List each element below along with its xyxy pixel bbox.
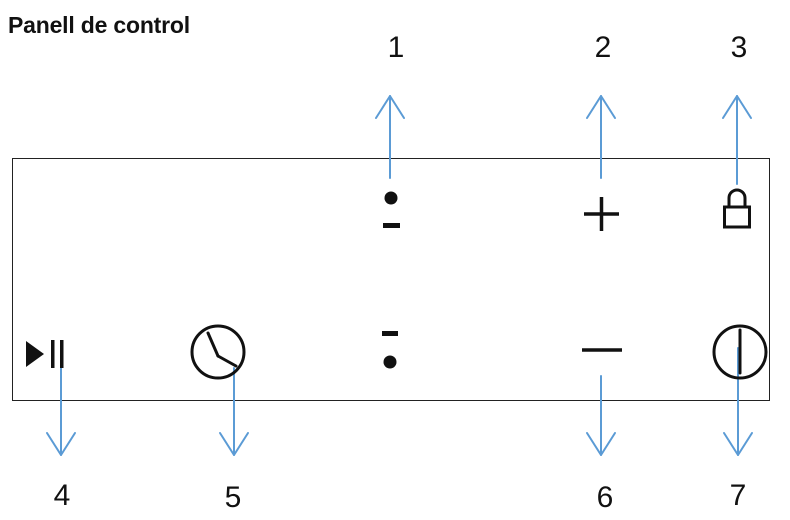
plus-icon[interactable]: [584, 197, 619, 231]
callout-number-1: 1: [387, 31, 405, 64]
callout-number-4: 4: [53, 479, 71, 512]
dot-minus-icon[interactable]: [383, 191, 400, 229]
power-icon[interactable]: [712, 324, 768, 380]
callout-number-6: 6: [596, 481, 614, 514]
lock-icon[interactable]: [723, 188, 751, 229]
callout-number-5: 5: [224, 481, 242, 514]
callout-arrow-6: [586, 375, 616, 456]
callout-number-2: 2: [594, 31, 612, 64]
clock-icon[interactable]: [190, 324, 246, 380]
minus-dot-icon[interactable]: [382, 331, 398, 369]
callout-arrow-2: [586, 95, 616, 179]
play-pause-icon[interactable]: [26, 340, 64, 368]
callout-arrow-3: [722, 95, 752, 185]
callout-number-3: 3: [730, 31, 748, 64]
callout-number-7: 7: [729, 479, 747, 512]
callout-arrow-5: [219, 367, 249, 456]
callout-arrow-1: [375, 95, 405, 179]
panel-title: Panell de control: [8, 12, 190, 38]
callout-arrow-7: [723, 347, 753, 456]
